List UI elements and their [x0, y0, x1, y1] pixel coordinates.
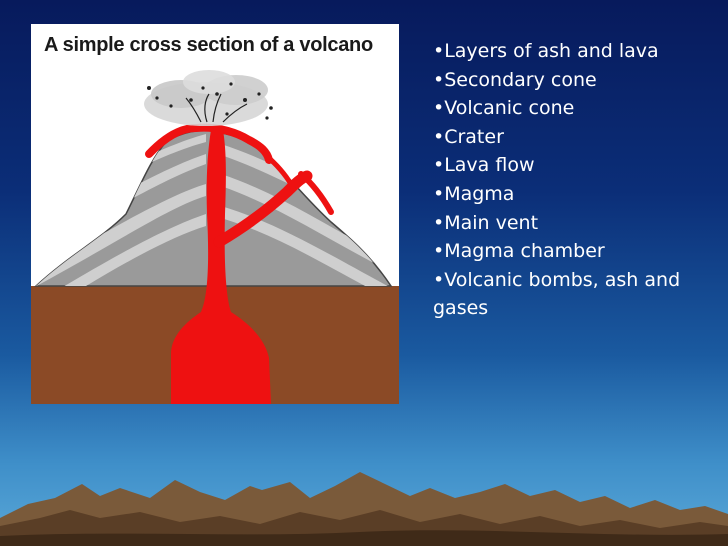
figure-title: A simple cross section of a volcano	[44, 34, 373, 56]
list-item: •Magma	[433, 182, 515, 205]
gas-streaks	[185, 93, 248, 123]
volcano-cross-section-drawing	[31, 70, 399, 404]
magma-chamber	[171, 130, 271, 404]
list-item: •Layers of ash and lava	[433, 40, 659, 62]
volcano-figure: A simple cross section of a volcano	[31, 24, 399, 404]
volcano-parts-list: •Layers of ash and lava •Secondary cone …	[433, 37, 693, 323]
list-item: •Volcanic cone	[433, 97, 575, 120]
list-item: •Main vent	[433, 211, 539, 234]
list-item: •Volcanic bombs, ash and gases	[433, 268, 681, 320]
list-item: •Crater	[433, 125, 504, 148]
lava-flow	[266, 155, 296, 191]
crater	[145, 123, 273, 164]
mountain-range-decoration	[0, 472, 728, 546]
foreground-ground	[0, 530, 728, 546]
main-vent	[213, 170, 313, 248]
list-item: •Magma chamber	[433, 240, 605, 263]
list-item: •Secondary cone	[433, 68, 597, 91]
secondary-cone	[298, 171, 334, 215]
volcanic-bombs	[147, 82, 273, 120]
list-item: •Lava flow	[433, 154, 535, 177]
